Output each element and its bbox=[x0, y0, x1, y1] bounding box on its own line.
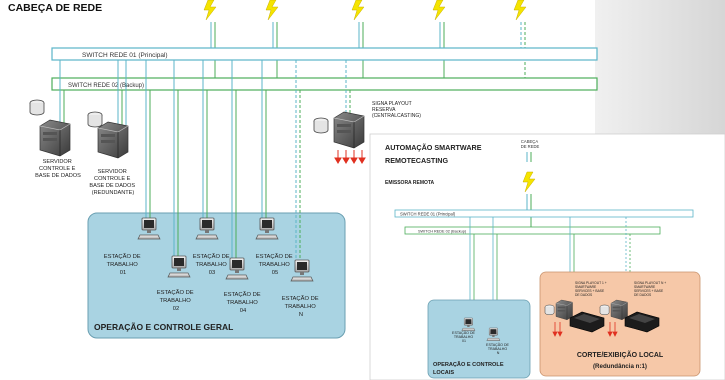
inset-corte-label: CORTE/EXIBIÇÃO LOCAL bbox=[577, 350, 664, 359]
station-label-04: ESTAÇÃO DE TRABALHO 04 bbox=[224, 291, 263, 314]
inset-ops-panel bbox=[427, 299, 531, 379]
switch-principal-label: SWITCH REDE 01 (Principal) bbox=[82, 52, 168, 59]
inset-output-arrows bbox=[552, 322, 618, 337]
inset-title-1: AUTOMAÇÃO SMARTWARE bbox=[385, 143, 482, 152]
lightning-icon bbox=[522, 171, 536, 193]
switch-backup-label: SWITCH REDE 02 (Backup) bbox=[68, 83, 144, 89]
lightning-icon bbox=[203, 0, 527, 21]
switch-principal-bar bbox=[51, 47, 598, 61]
database-icon bbox=[29, 99, 45, 116]
playout-server-icon bbox=[555, 299, 573, 321]
ops-panel bbox=[87, 212, 346, 339]
inset-switch-backup bbox=[404, 226, 661, 235]
server-icon bbox=[39, 119, 71, 157]
inset-station-label-n: ESTAÇÃO DE TRABALHO N bbox=[486, 342, 510, 355]
playout-server-icon bbox=[610, 299, 628, 321]
database-icon bbox=[87, 111, 103, 128]
station-label-n: ESTAÇÃO DE TRABALHO N bbox=[282, 295, 321, 318]
main-title: CABEÇA DE REDE bbox=[8, 2, 102, 14]
server1-label: SERVIDOR CONTROLE E BASE DE DADOS bbox=[35, 159, 81, 179]
database-icon bbox=[313, 117, 329, 134]
station-label-01: ESTAÇÃO DE TRABALHO 01 bbox=[104, 253, 143, 276]
switch-backup-bar bbox=[51, 77, 598, 91]
inset-emissora-label: EMISSORA REMOTA bbox=[385, 180, 435, 186]
database-icon bbox=[544, 304, 555, 316]
inset-panel: AUTOMAÇÃO SMARTWARE REMOTECASTING CABEÇA… bbox=[369, 133, 725, 380]
playout-reserva-label: SIGNA PLAYOUT RESERVA (CENTRALCASTING) bbox=[372, 101, 421, 119]
inset-redundancia-label: (Redundância n:1) bbox=[593, 363, 647, 370]
station-label-02: ESTAÇÃO DE TRABALHO 02 bbox=[157, 289, 196, 312]
station-label-05: ESTAÇÃO DE TRABALHO 05 bbox=[256, 253, 295, 276]
output-arrows bbox=[334, 150, 366, 164]
svg-text:SWITCH REDE 01 (Principal): SWITCH REDE 01 (Principal) bbox=[400, 212, 456, 217]
inset-station-label-01: ESTAÇÃO DE TRABALHO 01 bbox=[452, 330, 476, 343]
database-icon bbox=[599, 304, 610, 316]
station-label-03: ESTAÇÃO DE TRABALHO 03 bbox=[193, 253, 232, 276]
inset-playoutn-label: SIGNA PLAYOUT N + SMARTWARE SERVICES + B… bbox=[634, 281, 667, 297]
inset-corte-panel bbox=[539, 271, 701, 377]
svg-text:SWITCH REDE 02 (Backup): SWITCH REDE 02 (Backup) bbox=[418, 230, 467, 234]
server2-label: SERVIDOR CONTROLE E BASE DE DADOS (REDUN… bbox=[89, 169, 136, 196]
inset-cabeca-label: CABEÇA DE REDE bbox=[521, 139, 540, 149]
ops-panel-label: OPERAÇÃO E CONTROLE GERAL bbox=[94, 322, 233, 332]
playout-server-icon bbox=[333, 111, 365, 149]
inset-ops-label: OPERAÇÃO E CONTROLE LOCAIS bbox=[433, 361, 505, 376]
inset-title-2: REMOTECASTING bbox=[385, 156, 449, 165]
inset-playout1-label: SIGNA PLAYOUT 1 + SMARTWARE SERVICES + B… bbox=[575, 281, 608, 297]
server-icon bbox=[97, 121, 129, 159]
inset-switch-principal bbox=[394, 209, 694, 218]
